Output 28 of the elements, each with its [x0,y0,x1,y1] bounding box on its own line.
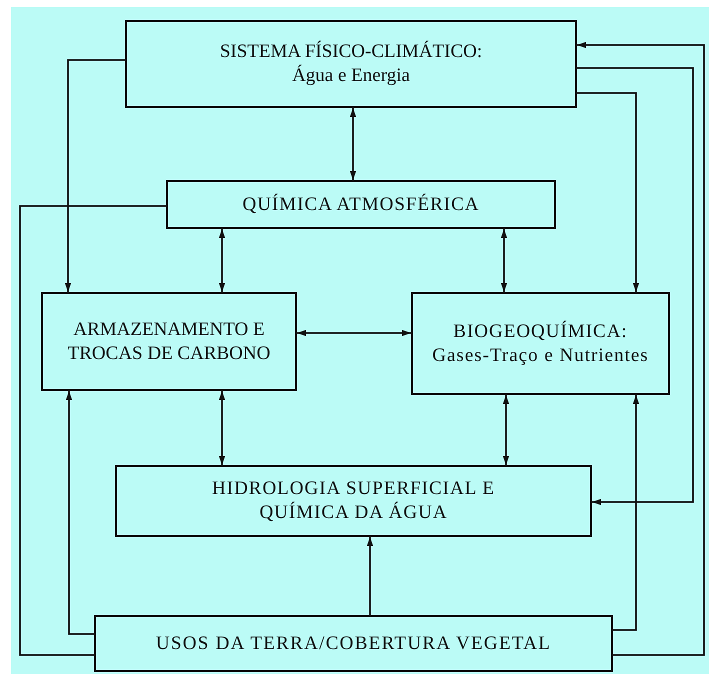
box-heading: BIOGEOQUÍMICA: [453,320,628,344]
arrow [366,537,374,615]
box-text: USOS DA TERRA/COBERTURA VEGETAL [156,632,552,656]
arrow [66,391,94,635]
process-box [166,180,556,229]
process-box [411,292,670,395]
box-text: ARMAZENAMENTO E TROCAS DE CARBONO [66,318,272,366]
arrow [577,42,705,656]
arrow [64,59,125,292]
box-text: HIDROLOGIA SUPERFICIAL E QUÍMICA DA ÁGUA [211,477,496,525]
arrow [297,330,411,336]
arrow [577,67,694,506]
arrow [577,92,640,292]
arrow [613,395,640,631]
process-box [115,465,592,537]
arrow [218,229,226,292]
process-box [125,20,577,108]
arrow [350,108,356,180]
process-box [41,292,297,391]
arrow [218,391,226,465]
box-text: Gases-Traço e Nutrientes [432,344,649,368]
box-heading: SISTEMA FÍSICO-CLIMÁTICO: [220,40,482,64]
process-box [94,615,613,672]
box-text: QUÍMICA ATMOSFÉRICA [242,192,480,216]
arrow [502,395,510,465]
arrow [500,229,508,292]
connector-line [19,205,166,656]
box-text: Água e Energia [292,64,410,88]
